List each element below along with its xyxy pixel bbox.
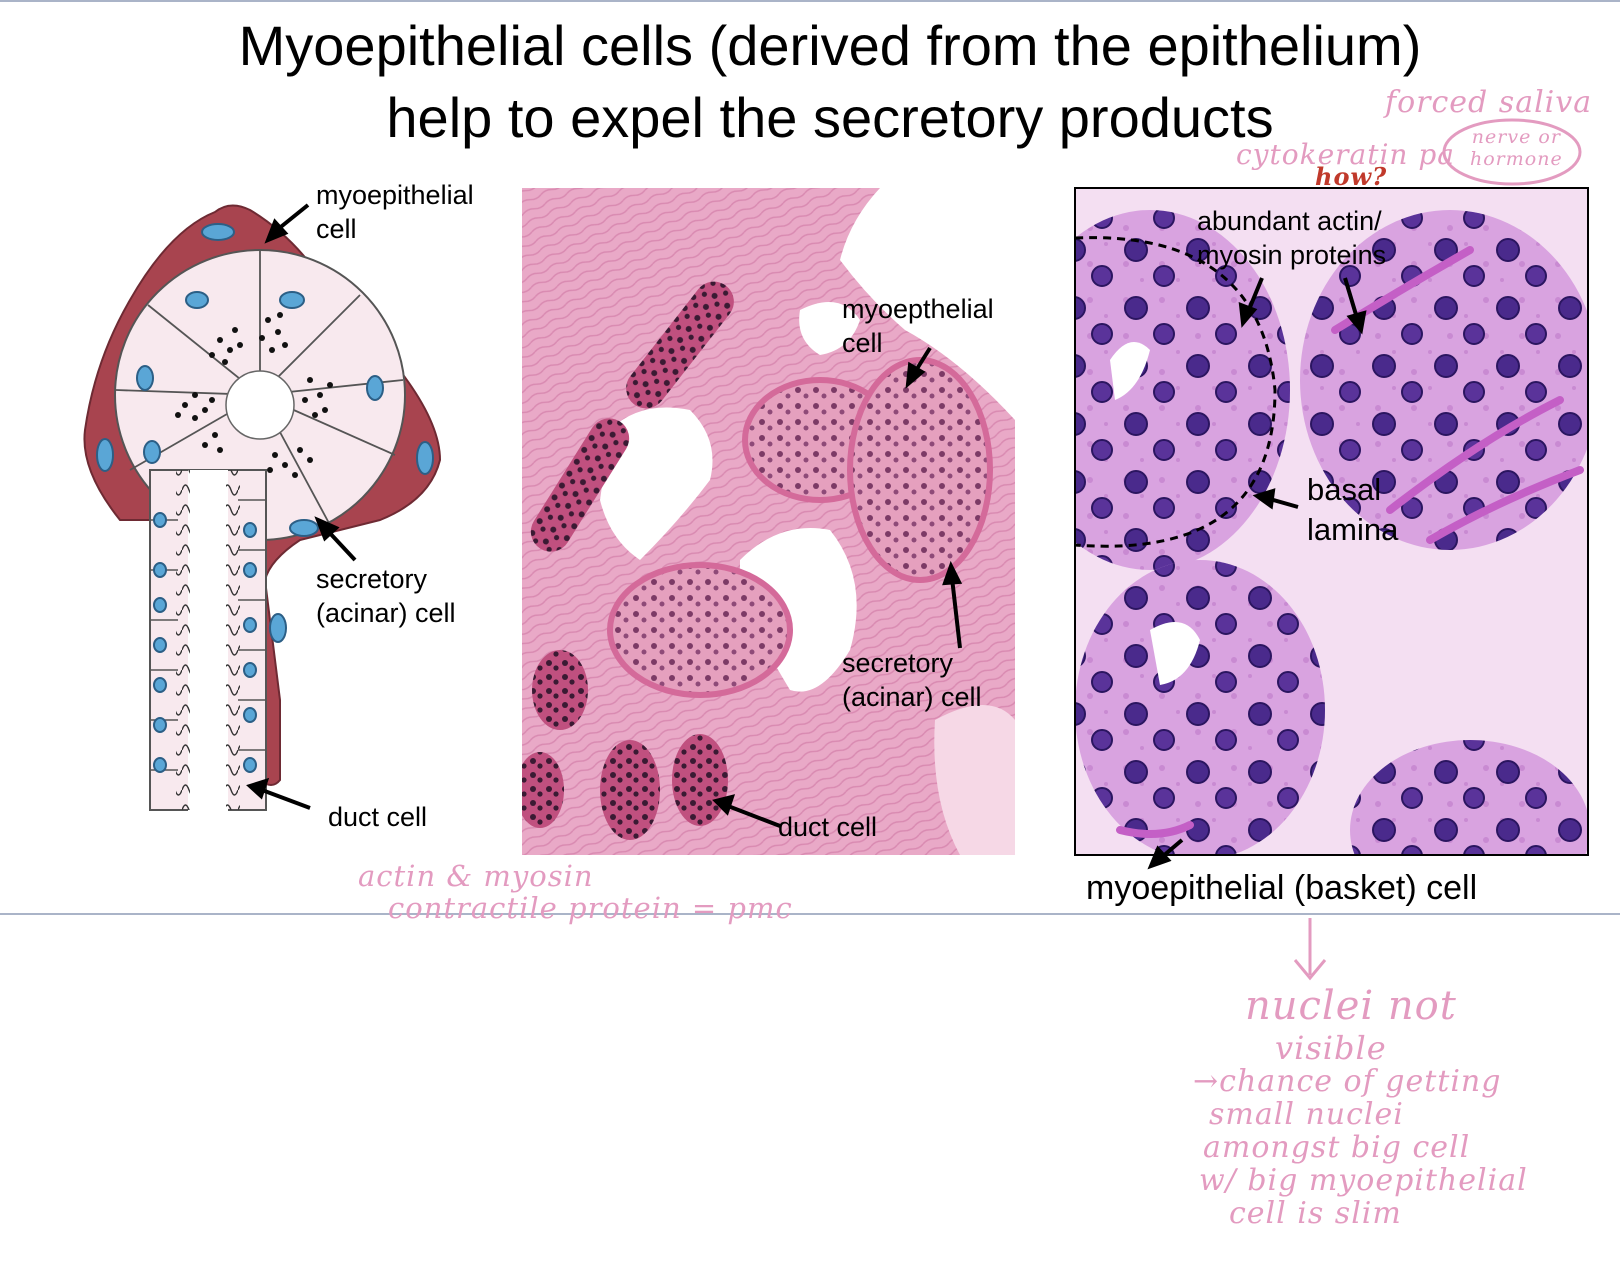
nuclei-pattern	[1075, 560, 1325, 855]
duct-shape	[530, 418, 630, 552]
micrograph-2-caption: myoepithelial (basket) cell	[1086, 869, 1478, 907]
diagram-arrows	[246, 203, 357, 810]
note-line: small nuclei	[1209, 1097, 1404, 1132]
duct-microvilli-right	[226, 470, 240, 810]
adipose-area	[600, 407, 713, 560]
lumen-shape	[1110, 342, 1150, 400]
diagram-myoepithelial-label: myoepithelial cell	[316, 178, 474, 246]
micrograph-1-myoepithelial-label: myoepthelial cell	[842, 292, 994, 360]
micrograph-2-frame	[1074, 187, 1589, 856]
handwritten-arrow	[1293, 918, 1327, 981]
micrograph-1	[522, 188, 1015, 855]
nuclei	[96, 223, 434, 773]
title-line-2: help to expel the secretory products	[386, 86, 1274, 149]
note-line: amongst big cell	[1203, 1130, 1471, 1165]
divider-rule	[0, 913, 1620, 915]
note-line: actin & myosin	[358, 859, 594, 893]
duct-microvilli-left	[176, 470, 190, 810]
handwritten-cytokeratin: cytokeratin pa	[1236, 138, 1455, 171]
label-line: myosin proteins	[1197, 240, 1387, 270]
note-line: cell is slim	[1229, 1196, 1402, 1231]
duct-shape	[600, 740, 660, 840]
adipose-area	[840, 188, 1015, 420]
label-line: (acinar) cell	[842, 682, 982, 712]
label-line: basal	[1307, 472, 1382, 507]
acinus-shape	[607, 562, 793, 698]
adipose-area	[799, 302, 860, 355]
handwritten-chance-note: →chance of getting small nuclei amongst …	[1193, 1065, 1528, 1230]
duct-lumen-shape	[188, 470, 228, 820]
adipose-area	[934, 705, 1015, 855]
title-line-1: Myoepithelial cells (derived from the ep…	[238, 14, 1422, 77]
lumen-shape	[1150, 622, 1200, 685]
micrograph-1-secretory-label: secretory (acinar) cell	[842, 646, 982, 714]
micrograph-1-arrows	[712, 346, 963, 828]
micrograph-2-actin-label: abundant actin/ myosin proteins	[1197, 204, 1386, 272]
lumen-shape	[225, 370, 295, 440]
label-line: cell	[842, 328, 883, 358]
basal-lamina-outline	[1075, 236, 1277, 548]
label-line: cell	[316, 214, 357, 244]
duct-shape	[532, 650, 588, 730]
nuclei-pattern	[1300, 210, 1588, 550]
myoepithelial-fibers	[1116, 246, 1584, 838]
handwritten-forced-saliva: forced saliva	[1385, 85, 1593, 120]
note-line: →chance of getting	[1193, 1064, 1502, 1099]
note-line: contractile protein = pmc	[388, 891, 793, 925]
duct-shape	[522, 752, 564, 828]
gland-diagram	[83, 203, 442, 820]
label-line: myoepthelial	[842, 294, 994, 324]
handwritten-how: how?	[1315, 162, 1388, 191]
note-line: nuclei not	[1245, 983, 1457, 1029]
diagram-secretory-label: secretory (acinar) cell	[316, 562, 456, 630]
note-line: w/ big myoepithelial	[1199, 1163, 1528, 1198]
micrograph-2-arrows	[1147, 277, 1367, 870]
handwritten-nerve-hormone: nerve or hormone	[1470, 126, 1563, 170]
nuclei-pattern	[1075, 210, 1290, 570]
secretory-granules	[175, 312, 333, 478]
micrograph-2	[1074, 187, 1589, 870]
label-line: abundant actin/	[1197, 206, 1382, 236]
note-line: visible	[1275, 1029, 1387, 1067]
label-line: secretory	[316, 564, 428, 594]
duct-shape	[672, 734, 728, 826]
micrograph-2-basal-label: basal lamina	[1307, 470, 1398, 550]
acinus-shape	[847, 357, 993, 583]
label-line: lamina	[1307, 512, 1399, 547]
label-line: (acinar) cell	[316, 598, 456, 628]
note-line: nerve or	[1471, 126, 1561, 148]
label-line: secretory	[842, 648, 954, 678]
slide-title: Myoepithelial cells (derived from the ep…	[0, 10, 1620, 154]
handwritten-nuclei: nuclei not visible	[1245, 985, 1457, 1069]
circle-mark	[1442, 118, 1582, 186]
micrograph-1-duct-label: duct cell	[778, 812, 878, 842]
nuclei-pattern	[1350, 740, 1588, 855]
handwritten-actin-myosin: actin & myosin contractile protein = pmc	[358, 860, 793, 924]
diagram-duct-label: duct cell	[328, 802, 428, 832]
label-line: myoepithelial	[316, 180, 474, 210]
note-line: hormone	[1470, 148, 1563, 170]
duct-shape	[626, 281, 734, 409]
top-rule	[0, 0, 1620, 2]
